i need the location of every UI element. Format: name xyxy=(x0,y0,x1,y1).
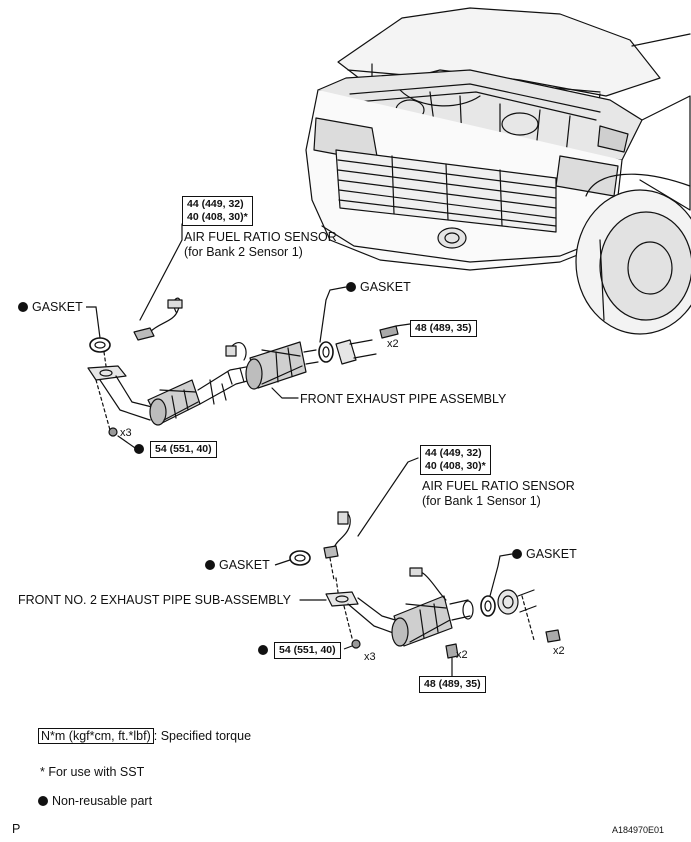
non-reusable-dot-icon xyxy=(346,282,356,292)
torque-box-bank1-sensor: 44 (449, 32) 40 (408, 30)* xyxy=(420,445,491,475)
torque-value-sensor-a: 44 (449, 32) xyxy=(187,198,244,210)
non-reusable-dot-icon xyxy=(134,444,144,454)
non-reusable-dot-icon xyxy=(38,796,48,806)
label-af-sensor-bank1: AIR FUEL RATIO SENSOR (for Bank 1 Sensor… xyxy=(422,479,575,509)
gasket-text: GASKET xyxy=(32,300,83,314)
non-reusable-dot-icon xyxy=(205,560,215,570)
gasket-text: GASKET xyxy=(219,558,270,572)
label-af-sensor-bank1-title: AIR FUEL RATIO SENSOR xyxy=(422,479,575,493)
label-af-sensor-bank2-subtitle: (for Bank 2 Sensor 1) xyxy=(184,245,303,259)
torque-box-bank2-sensor: 44 (449, 32) 40 (408, 30)* xyxy=(182,196,253,226)
torque-value-nut: 54 (551, 40) xyxy=(155,443,212,455)
figure-id: A184970E01 xyxy=(612,825,665,835)
label-front-exhaust-pipe-assembly: FRONT EXHAUST PIPE ASSEMBLY xyxy=(300,392,507,406)
legend-unit-description: : Specified torque xyxy=(153,729,252,743)
torque-value-sensor-b: 40 (408, 30)* xyxy=(425,460,486,472)
quantity-x3-lower: x3 xyxy=(364,651,376,663)
torque-value-flange: 48 (489, 35) xyxy=(415,322,472,334)
label-af-sensor-bank2: AIR FUEL RATIO SENSOR (for Bank 2 Sensor… xyxy=(184,230,337,260)
non-reusable-dot-icon xyxy=(18,302,28,312)
front-exhaust-pipe-assembly-art xyxy=(87,223,411,451)
torque-box-upper-nut: 54 (551, 40) xyxy=(150,441,217,458)
front-no2-exhaust-pipe-art xyxy=(289,457,561,677)
non-reusable-dot-icon xyxy=(258,645,268,655)
label-gasket-upper-right: GASKET xyxy=(346,280,411,295)
quantity-x2-upper: x2 xyxy=(387,338,399,350)
legend-sst-note: * For use with SST xyxy=(40,765,145,779)
legend-specified-torque: N*m (kgf*cm, ft.*lbf): Specified torque xyxy=(38,728,252,744)
torque-box-lower-flange: 48 (489, 35) xyxy=(419,676,486,693)
torque-value-flange: 48 (489, 35) xyxy=(424,678,481,690)
quantity-x2-lower-center: x2 xyxy=(456,649,468,661)
label-gasket-lower-left: GASKET xyxy=(205,558,270,573)
label-af-sensor-bank1-subtitle: (for Bank 1 Sensor 1) xyxy=(422,494,541,508)
legend-unit-box: N*m (kgf*cm, ft.*lbf) xyxy=(38,728,154,744)
torque-box-upper-flange: 48 (489, 35) xyxy=(410,320,477,337)
legend-non-reusable-text: Non-reusable part xyxy=(52,794,153,808)
gasket-text: GASKET xyxy=(526,547,577,561)
non-reusable-dot-icon xyxy=(512,549,522,559)
gasket-text: GASKET xyxy=(360,280,411,294)
vehicle-illustration xyxy=(305,7,691,335)
legend-non-reusable: Non-reusable part xyxy=(38,794,152,809)
torque-value-sensor-a: 44 (449, 32) xyxy=(425,447,482,459)
label-gasket-lower-right: GASKET xyxy=(512,547,577,562)
torque-value-sensor-b: 40 (408, 30)* xyxy=(187,211,248,223)
torque-box-lower-nut: 54 (551, 40) xyxy=(274,642,341,659)
non-reusable-marker-upper xyxy=(134,442,148,457)
label-gasket-upper-left: GASKET xyxy=(18,300,83,315)
label-af-sensor-bank2-title: AIR FUEL RATIO SENSOR xyxy=(184,230,337,244)
non-reusable-marker-lower xyxy=(258,643,272,658)
footer-mark: P xyxy=(12,822,21,836)
quantity-x2-lower-right: x2 xyxy=(553,645,565,657)
label-front-no2-exhaust-pipe: FRONT NO. 2 EXHAUST PIPE SUB-ASSEMBLY xyxy=(18,593,291,607)
quantity-x3-upper: x3 xyxy=(120,427,132,439)
torque-value-nut: 54 (551, 40) xyxy=(279,644,336,656)
